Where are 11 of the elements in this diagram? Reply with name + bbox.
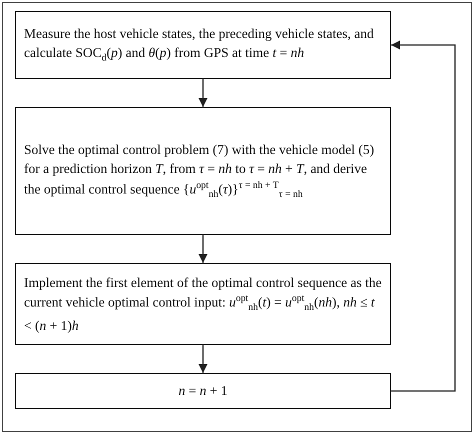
arrow xyxy=(198,345,208,373)
box-text: n = n + 1 xyxy=(178,382,228,400)
arrow xyxy=(391,40,456,392)
box-text: Measure the host vehicle states, the preceding vehicle states, and calculate SOC$_{d}$(p) and θ(p) from GPS at time t = nh xyxy=(24,24,375,66)
process-box xyxy=(15,263,391,345)
process-box xyxy=(15,11,391,79)
arrow xyxy=(198,79,208,107)
process-box xyxy=(15,107,391,235)
process-box xyxy=(15,373,391,409)
box-text: Implement the first element of the optimal control sequence as the current vehicle optimal control input: u$^{opt}$$_{nh}$(t) = u$^{opt}$$_{nh}$(nh), nh ≤ t < (n + 1)h xyxy=(24,274,382,335)
arrow xyxy=(198,235,208,263)
